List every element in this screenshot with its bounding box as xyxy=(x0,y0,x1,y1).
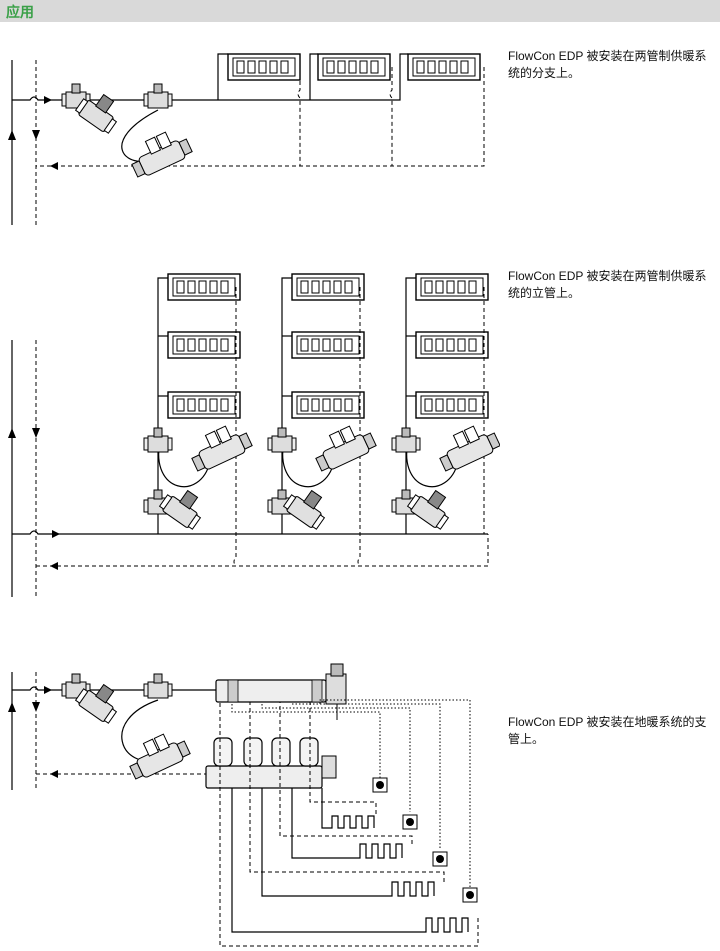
balancing-valve-icon xyxy=(159,490,201,530)
radiator-icon xyxy=(227,53,301,81)
radiator-icon xyxy=(167,273,241,301)
radiator-icon xyxy=(167,391,241,419)
flowcon-edp-valve-icon xyxy=(191,425,253,472)
radiator-icon xyxy=(415,331,489,359)
balancing-valve-icon xyxy=(143,427,173,453)
balancing-valve-icon xyxy=(267,427,297,453)
flowcon-edp-valve-icon xyxy=(315,425,377,472)
flowcon-edp-valve-icon xyxy=(439,425,500,472)
caption-branch: FlowCon EDP 被安装在两管制供暖系统的分支上。 xyxy=(508,49,707,80)
flowcon-edp-valve-icon xyxy=(129,733,191,780)
room-thermostat-icon xyxy=(462,887,478,903)
riser-2 xyxy=(267,273,377,567)
balancing-valve-icon xyxy=(143,673,173,699)
floor-loop-icon xyxy=(231,788,469,933)
header-bar xyxy=(0,0,720,22)
radiator-icon xyxy=(415,273,489,301)
radiator-icon xyxy=(317,53,391,81)
page-title: 应用 xyxy=(6,5,34,21)
manifold-icon xyxy=(205,737,337,789)
diagram-riser-installation xyxy=(8,273,500,597)
diagram-floor-heating-installation xyxy=(8,663,479,947)
manifold-icon xyxy=(215,663,347,720)
radiator-icon xyxy=(407,53,481,81)
radiator-icon xyxy=(291,331,365,359)
balancing-valve-icon xyxy=(283,490,325,530)
flow-arrow-icon xyxy=(32,130,40,140)
room-thermostat-icon xyxy=(432,851,448,867)
radiator-icon xyxy=(291,273,365,301)
radiator-icon xyxy=(291,391,365,419)
flowcon-edp-valve-icon xyxy=(131,131,193,178)
room-thermostat-icon xyxy=(402,814,418,830)
diagram-branch-installation xyxy=(8,53,485,225)
balancing-valve-icon xyxy=(407,490,449,530)
riser-3 xyxy=(391,273,500,534)
riser-1 xyxy=(143,273,253,567)
caption-floor-heating: FlowCon EDP 被安装在地暖系统的支管上。 xyxy=(508,715,707,746)
balancing-valve-icon xyxy=(391,427,421,453)
room-thermostat-icon xyxy=(372,777,388,793)
radiator-icon xyxy=(415,391,489,419)
caption-riser: FlowCon EDP 被安装在两管制供暖系统的立管上。 xyxy=(508,269,707,300)
flow-arrow-icon xyxy=(8,130,16,140)
radiator-icon xyxy=(167,331,241,359)
balancing-valve-icon xyxy=(143,83,173,109)
